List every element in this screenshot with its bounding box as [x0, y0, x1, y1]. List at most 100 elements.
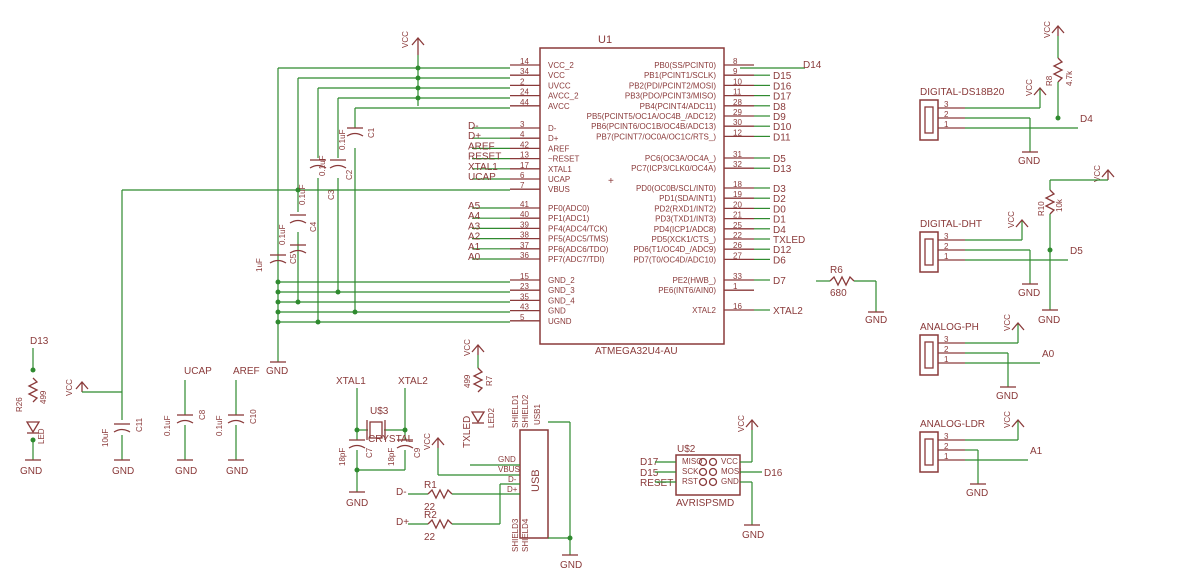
mcu-pin-name: GND_2	[548, 276, 575, 285]
mcu-right-net-label: D9	[773, 112, 786, 123]
vcc-symbol-usb: VCC	[423, 433, 520, 476]
mcu-pin-name: PF6(ADC6/TDO)	[548, 245, 609, 254]
svg-text:C9: C9	[413, 447, 422, 458]
mcu-pin-name: PD4(ICP1/ADC8)	[654, 225, 717, 234]
mcu-pin-number: 11	[733, 88, 742, 97]
svg-text:680: 680	[830, 288, 847, 299]
connector-body	[919, 431, 939, 473]
avr-isp-header[interactable]: U$2 MISO SCK RST VCC MOSI GND AVRISPSMD …	[640, 415, 783, 541]
connector-body	[919, 334, 939, 376]
mcu-pin-name: D+	[548, 134, 559, 143]
mcu-pin-name: PC6(OC3A/OC4A_)	[645, 154, 716, 163]
svg-text:VCC: VCC	[401, 31, 410, 48]
usb-resistors: D- R1 22 D+ R2 22	[396, 480, 520, 543]
svg-text:0.1uF: 0.1uF	[163, 415, 172, 436]
connector-gnd-label: GND	[1018, 288, 1040, 299]
svg-text:D+: D+	[507, 485, 518, 494]
mcu-pin-name: PD7(T0/OC4D/ADC10)	[633, 255, 716, 264]
mcu-left-net-label: A3	[468, 221, 481, 232]
connector-title: DIGITAL-DS18B20	[920, 87, 1005, 98]
mcu-pin-number: 31	[733, 150, 742, 159]
svg-text:GND: GND	[226, 466, 248, 477]
mcu-pin-number: 37	[520, 241, 529, 250]
vcc-arrow-icon	[1011, 419, 1025, 428]
vcc-arrow-icon	[1033, 87, 1047, 96]
connector-pin-number: 2	[944, 110, 949, 119]
svg-text:SHIELD3: SHIELD3	[511, 518, 520, 552]
mcu-right-net-label: D3	[773, 184, 786, 195]
mcu-right-net-label: D7	[773, 276, 786, 287]
mcu-right-net-label: D10	[773, 122, 792, 133]
mcu-pin-number: 28	[733, 98, 742, 107]
mcu-pin-number: 38	[520, 231, 529, 240]
mcu-pin-name: PF7(ADC7/TDI)	[548, 255, 605, 264]
connector-signal-label: D5	[1070, 246, 1083, 257]
svg-text:RST: RST	[682, 477, 698, 486]
svg-text:U$3: U$3	[370, 406, 389, 417]
svg-text:MISO: MISO	[682, 457, 702, 466]
isp-ref: U$2	[677, 444, 696, 455]
svg-text:D+: D+	[396, 517, 409, 528]
svg-text:VCC: VCC	[65, 379, 74, 396]
svg-text:GND: GND	[112, 466, 134, 477]
mcu-pin-name: PB1(PCINT1/SCLK)	[644, 71, 716, 80]
connector-pin-number: 3	[944, 432, 949, 441]
svg-text:UCAP: UCAP	[184, 366, 212, 377]
svg-text:D17: D17	[640, 457, 659, 468]
connector-signal-label: A0	[1042, 349, 1055, 360]
connector-pin-number: 3	[944, 335, 949, 344]
cap-c3: C3 0.1uF	[298, 159, 336, 205]
mcu-pin-number: 12	[733, 128, 742, 137]
mcu-right-net-label: D15	[773, 71, 792, 82]
mcu-pin-number: 16	[733, 302, 742, 311]
cap-c8: UCAP C8 0.1uF GND	[163, 366, 212, 477]
svg-text:GND: GND	[346, 498, 368, 509]
mcu-right-net-label: D12	[773, 245, 792, 256]
mcu-pin-name: PF1(ADC1)	[548, 214, 590, 223]
connector-pin-number: 3	[944, 232, 949, 241]
connector-vcc-label: VCC	[1007, 211, 1016, 228]
connector-gnd-label: GND	[996, 391, 1018, 402]
gnd-symbol-bus: GND	[266, 361, 288, 377]
svg-text:SHIELD1: SHIELD1	[511, 394, 520, 428]
svg-text:499: 499	[463, 374, 472, 388]
mcu-pin-name: PB3(PDO/PCINT3/MISO)	[625, 92, 716, 101]
svg-text:GND: GND	[20, 466, 42, 477]
mcu-pin-name: GND_3	[548, 286, 575, 295]
connector-gnd-label: GND	[966, 488, 988, 499]
svg-text:D-: D-	[508, 475, 517, 484]
mcu-pin-number: 5	[520, 313, 525, 322]
mcu-pin-number: 32	[733, 160, 742, 169]
mcu-pin-number: 1	[733, 282, 738, 291]
svg-text:22: 22	[424, 532, 436, 543]
connector-inner	[924, 106, 934, 134]
connector-pin-number: 1	[944, 120, 949, 129]
mcu-pin-name: PF5(ADC5/TMS)	[548, 235, 609, 244]
svg-text:C5: C5	[289, 253, 298, 264]
vcc-arrow-icon	[1011, 322, 1025, 331]
connector-vcc-label: VCC	[1003, 411, 1012, 428]
mcu-pin-number: 15	[520, 272, 529, 281]
svg-text:SCK: SCK	[682, 467, 699, 476]
svg-text:C10: C10	[249, 409, 258, 424]
crystal-circuit: XTAL1 XTAL2 U$3 CRYSTAL 18pF C7 18pF C9 …	[336, 376, 428, 509]
mcu-pin-name: VBUS	[548, 185, 570, 194]
svg-text:LED: LED	[37, 428, 46, 444]
mcu-left-net-label: D-	[468, 121, 479, 132]
cap-c1: C1 0.1uF	[338, 127, 376, 150]
mcu-pin-number: 22	[733, 231, 742, 240]
cap-c4: C4 0.1uF	[278, 214, 318, 245]
power-bus	[121, 55, 510, 420]
mcu-pin-name: PB2(PDI/PCINT2/MOSI)	[629, 81, 716, 90]
connector-inner	[924, 238, 934, 266]
mcu-u1[interactable]: U1 ATMEGA32U4-AU +	[539, 34, 725, 357]
svg-text:VCC: VCC	[737, 415, 746, 432]
mcu-pin-number: 7	[520, 181, 525, 190]
mcu-pin-number: 39	[520, 220, 529, 229]
connector-vcc-label: VCC	[1025, 79, 1034, 96]
mcu-pin-name: PD0(OC0B/SCL/INT0)	[636, 184, 716, 193]
